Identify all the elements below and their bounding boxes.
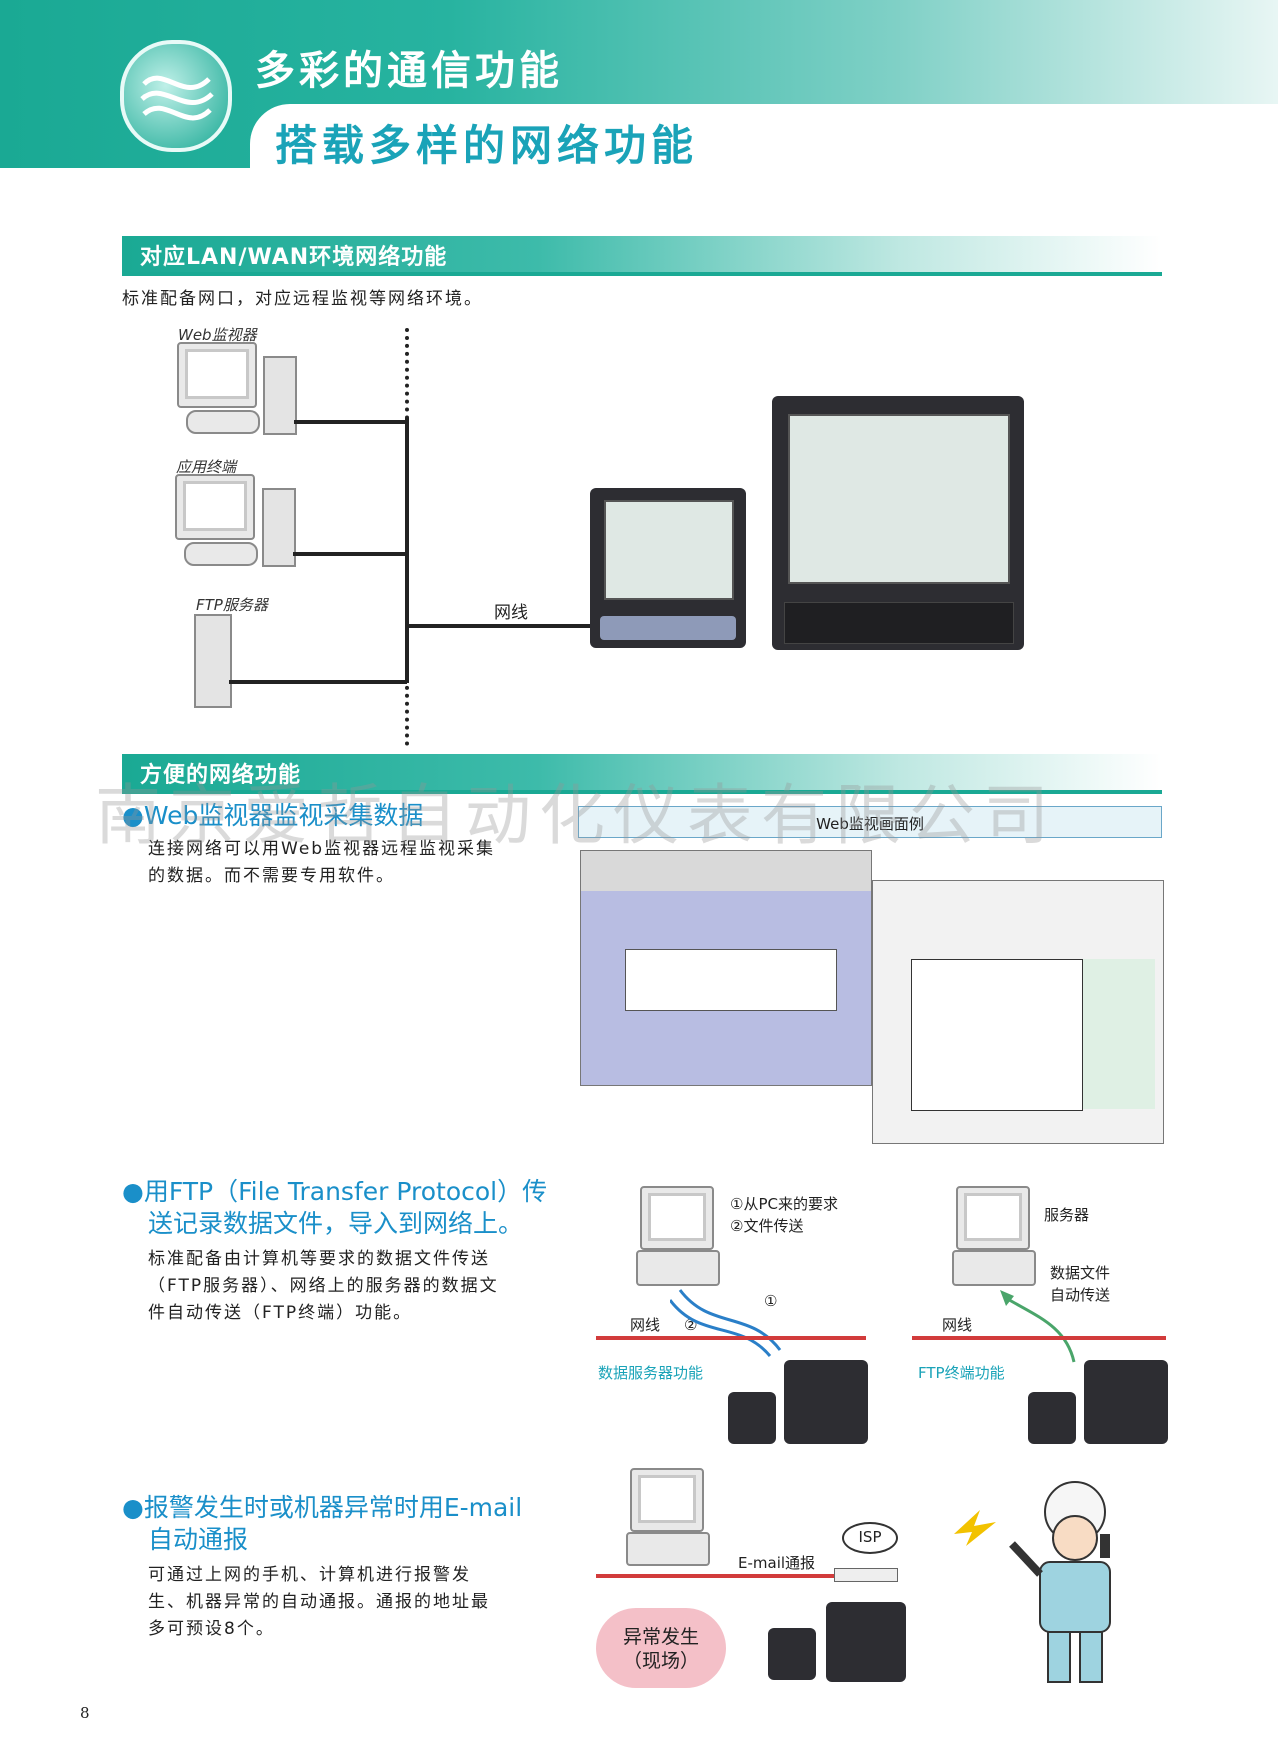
ftp-step-2: ②文件传送 bbox=[730, 1217, 804, 1235]
section-bar-lan-wan: 对应LAN/WAN环境网络功能 bbox=[122, 236, 1162, 276]
monitor-base bbox=[184, 542, 258, 566]
server-tower-icon bbox=[194, 614, 232, 708]
pc-monitor-icon bbox=[630, 1468, 704, 1532]
example-caption-box: Web监视画面例 bbox=[578, 806, 1162, 838]
ftp-step-1: ①从PC来的要求 bbox=[730, 1195, 838, 1213]
wave-logo-icon bbox=[120, 40, 232, 152]
header-cutout bbox=[250, 104, 1278, 174]
watermark: 南京爱哲自动化仪表有限公司 bbox=[95, 777, 1057, 854]
web-screenshot-left bbox=[580, 850, 872, 1086]
network-line-right bbox=[912, 1336, 1166, 1340]
pc-keyboard-icon bbox=[952, 1250, 1036, 1286]
recorder-icon bbox=[1028, 1392, 1076, 1444]
wire bbox=[405, 624, 593, 628]
wire bbox=[294, 420, 407, 424]
label-cable-left: 网线 bbox=[630, 1316, 661, 1334]
email-desc-line: 可通过上网的手机、计算机进行报警发 bbox=[148, 1565, 471, 1585]
section-title: 对应LAN/WAN环境网络功能 bbox=[140, 245, 448, 270]
example-caption: Web监视画面例 bbox=[816, 815, 924, 833]
recorder-icon bbox=[1084, 1360, 1168, 1444]
label-web-monitor: Web监视器 bbox=[178, 326, 257, 344]
heading-ftp: 送记录数据文件，导入到网络上。 bbox=[148, 1209, 524, 1238]
lightning-icon bbox=[954, 1510, 996, 1546]
pc-keyboard-icon bbox=[626, 1532, 710, 1566]
label-server: 服务器 bbox=[1044, 1206, 1090, 1224]
recorder-small-image bbox=[590, 488, 746, 648]
incident-cloud: 异常发生 （现场） bbox=[596, 1608, 726, 1688]
recorder-icon bbox=[784, 1360, 868, 1444]
email-desc-line: 多可预设8个。 bbox=[148, 1619, 275, 1639]
wire bbox=[293, 552, 407, 556]
label-cable-right: 网线 bbox=[942, 1316, 973, 1334]
label-app-terminal: 应用终端 bbox=[176, 458, 237, 476]
network-line-email bbox=[596, 1574, 896, 1578]
wave-logo-graphic bbox=[140, 75, 214, 121]
caption-data-server: 数据服务器功能 bbox=[598, 1364, 704, 1382]
page-subtitle: 搭载多样的网络功能 bbox=[275, 121, 699, 170]
pc-monitor-icon bbox=[175, 474, 255, 540]
web-desc-line: 连接网络可以用Web监视器远程监视采集 bbox=[148, 839, 496, 859]
email-desc-line: 生、机器异常的自动通报。通报的地址最 bbox=[148, 1592, 490, 1612]
ftp-desc-line: 件自动传送（FTP终端）功能。 bbox=[148, 1303, 413, 1323]
section-title: 方便的网络功能 bbox=[140, 763, 302, 788]
page-title: 多彩的通信功能 bbox=[255, 48, 563, 94]
label-cable: 网线 bbox=[494, 603, 528, 623]
page-number: 8 bbox=[80, 1704, 90, 1722]
worker-with-phone-illustration bbox=[954, 1481, 1111, 1683]
pc-monitor-icon bbox=[177, 342, 257, 408]
monitor-base bbox=[186, 410, 260, 434]
isp-label: ISP bbox=[858, 1528, 882, 1546]
isp-bubble: ISP bbox=[842, 1522, 898, 1554]
label-ftp-server: FTP服务器 bbox=[196, 596, 268, 614]
auto-transfer-line: 数据文件 bbox=[1050, 1264, 1111, 1282]
recorder-icon bbox=[826, 1602, 906, 1682]
web-screenshot-right bbox=[872, 880, 1164, 1144]
ftp-transfer-arrows bbox=[670, 1289, 782, 1357]
modem-icon bbox=[834, 1568, 898, 1582]
recorder-icon bbox=[768, 1628, 816, 1680]
auto-transfer-line: 自动传送 bbox=[1050, 1286, 1111, 1304]
pc-tower-icon bbox=[262, 488, 296, 567]
section-description: 标准配备网口，对应远程监视等网络环境。 bbox=[122, 289, 483, 309]
heading-web-monitor: ●Web监视器监视采集数据 bbox=[122, 801, 424, 830]
email-notify-label: E-mail通报 bbox=[738, 1554, 816, 1572]
recorder-icon bbox=[728, 1392, 776, 1444]
cloud-text: （现场） bbox=[622, 1650, 699, 1672]
pc-keyboard-icon bbox=[636, 1250, 720, 1286]
ftp-desc-line: 标准配备由计算机等要求的数据文件传送 bbox=[148, 1249, 490, 1269]
caption-ftp-terminal: FTP终端功能 bbox=[918, 1364, 1005, 1382]
heading-ftp: ●用FTP（File Transfer Protocol）传 bbox=[122, 1177, 548, 1206]
pc-monitor-icon bbox=[956, 1186, 1030, 1250]
web-desc-line: 的数据。而不需要专用软件。 bbox=[148, 866, 395, 886]
auto-transfer-arrow bbox=[1000, 1290, 1076, 1363]
ftp-arrow-mark-1: ① bbox=[764, 1292, 778, 1310]
pc-monitor-icon bbox=[640, 1186, 714, 1250]
heading-email: 自动通报 bbox=[148, 1525, 249, 1554]
heading-email: ●报警发生时或机器异常时用E-mail bbox=[122, 1493, 523, 1522]
section-bar-network: 方便的网络功能 bbox=[122, 754, 1162, 794]
cloud-text: 异常发生 bbox=[622, 1626, 699, 1648]
recorder-large-image bbox=[772, 396, 1024, 650]
network-line-left bbox=[596, 1336, 866, 1340]
wire bbox=[229, 680, 407, 684]
pc-tower-icon bbox=[263, 356, 297, 435]
network-backbone bbox=[405, 418, 409, 683]
ftp-desc-line: （FTP服务器）、网络上的服务器的数据文 bbox=[148, 1276, 499, 1296]
